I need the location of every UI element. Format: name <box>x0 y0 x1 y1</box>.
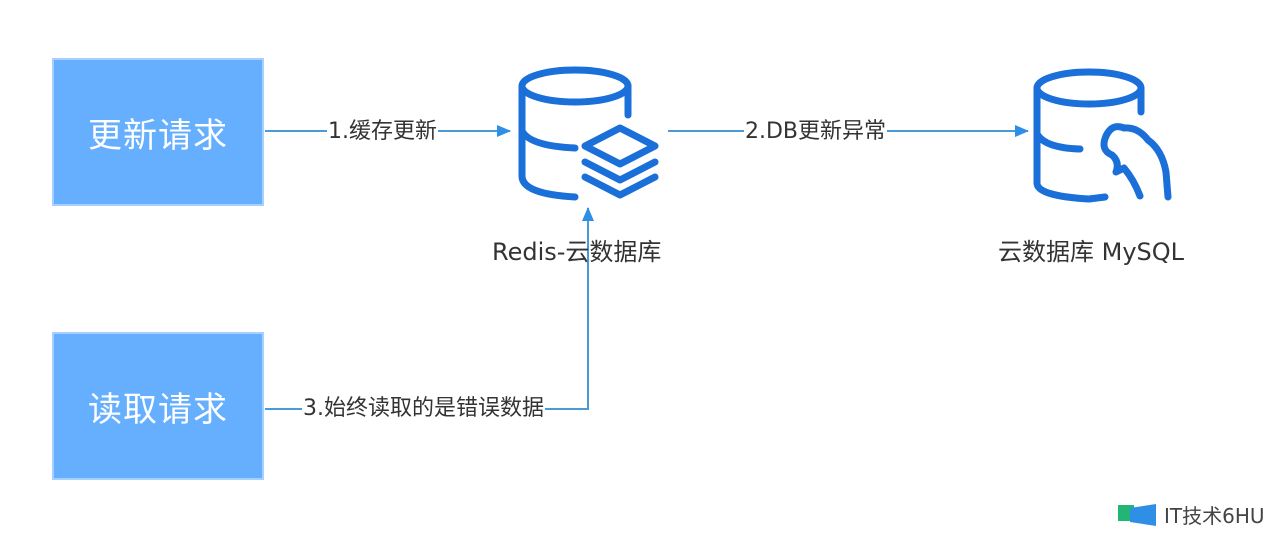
read-request-node: 读取请求 <box>52 332 264 480</box>
edge-label-read-wrong-data: 3.始终读取的是错误数据 <box>302 396 545 422</box>
database-stack-icon <box>518 66 659 201</box>
database-dolphin-icon <box>1033 68 1172 203</box>
watermark-logo-icon <box>1118 503 1156 526</box>
read-request-label: 读取请求 <box>88 389 228 430</box>
mysql-node-label: 云数据库 MySQL <box>998 238 1185 266</box>
edge-label-db-update-error: 2.DB更新异常 <box>744 119 888 145</box>
edge-label-cache-update: 1.缓存更新 <box>327 119 438 145</box>
update-request-label: 更新请求 <box>88 115 228 156</box>
watermark-text: IT技术6HU <box>1164 504 1265 528</box>
update-request-node: 更新请求 <box>52 58 264 206</box>
watermark: IT技术6HU <box>1118 500 1265 529</box>
redis-node-label: Redis-云数据库 <box>492 238 662 266</box>
